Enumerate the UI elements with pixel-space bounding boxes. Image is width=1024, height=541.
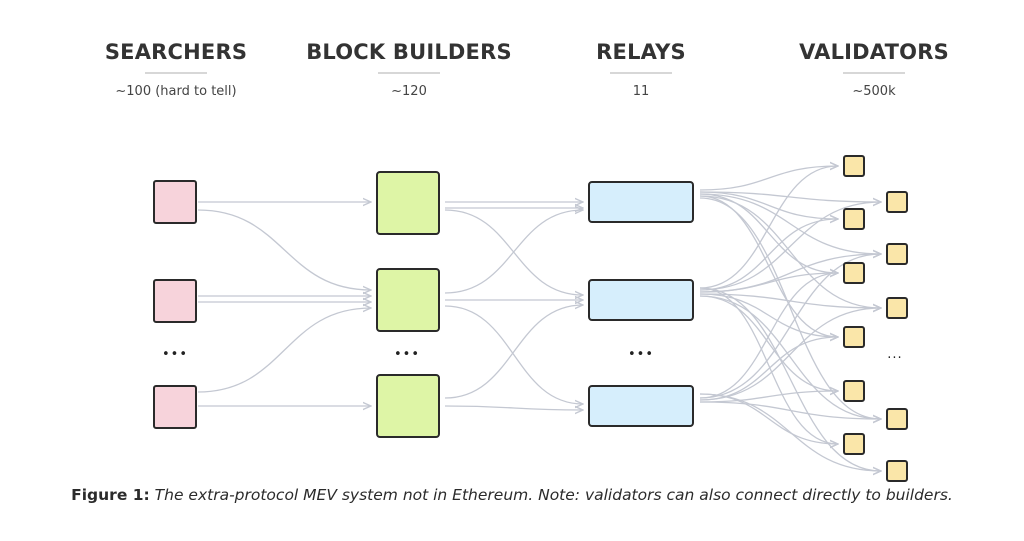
connector-line xyxy=(699,293,838,337)
column-count: ~100 (hard to tell) xyxy=(115,84,237,99)
block-builder-node xyxy=(376,171,440,235)
validator-node xyxy=(843,326,865,348)
connector-line xyxy=(699,166,838,191)
connector-line xyxy=(699,295,838,391)
connector-line xyxy=(699,191,838,219)
connector-line xyxy=(699,202,881,291)
connector-line xyxy=(444,210,583,294)
connector-line xyxy=(444,305,583,399)
validators-ellipsis: ... xyxy=(887,347,902,362)
caption-text: The extra-protocol MEV system not in Eth… xyxy=(154,486,953,504)
connector-line xyxy=(197,209,371,290)
column-title: SEARCHERS xyxy=(104,40,248,64)
connector-line xyxy=(699,295,881,419)
ellipsis-markers: ••• ••• •••... xyxy=(162,347,902,362)
nodes xyxy=(153,155,908,482)
column-count: ~500k xyxy=(852,84,896,99)
builders-ellipsis: ••• xyxy=(394,347,420,362)
validator-node xyxy=(886,408,908,430)
validator-node xyxy=(886,191,908,213)
connector-line xyxy=(699,287,838,444)
connector-line xyxy=(699,195,838,337)
connector-line xyxy=(444,405,583,410)
connector-line xyxy=(699,254,881,293)
column-count: ~120 xyxy=(391,84,427,99)
column-block-builders: BLOCK BUILDERS ~120 xyxy=(279,40,539,99)
searchers-ellipsis: ••• xyxy=(162,347,188,362)
connector-line xyxy=(699,219,838,291)
title-underline xyxy=(843,72,905,74)
searcher-node xyxy=(153,279,197,323)
validator-node xyxy=(843,433,865,455)
relay-node xyxy=(588,279,694,321)
connector-line xyxy=(699,195,881,308)
connector-line xyxy=(699,273,838,399)
title-underline xyxy=(378,72,440,74)
column-count: 11 xyxy=(632,84,650,99)
connector-line xyxy=(699,166,838,289)
connector-line xyxy=(699,393,881,471)
connector-line xyxy=(444,305,583,404)
connector-line xyxy=(699,308,881,401)
searcher-node xyxy=(153,180,197,224)
connector-line xyxy=(699,193,838,273)
title-underline xyxy=(610,72,672,74)
validator-node xyxy=(886,460,908,482)
caption-label: Figure 1: xyxy=(71,486,150,504)
connector-line xyxy=(699,391,838,403)
searcher-node xyxy=(153,385,197,429)
validator-node xyxy=(843,380,865,402)
connector-line xyxy=(699,287,881,471)
validator-node xyxy=(843,208,865,230)
connector-line xyxy=(699,401,881,419)
validator-node xyxy=(886,243,908,265)
column-title: RELAYS xyxy=(596,40,686,64)
title-underline xyxy=(145,72,207,74)
block-builder-node xyxy=(376,268,440,332)
connector-line xyxy=(699,193,881,254)
block-builder-node xyxy=(376,374,440,438)
validator-node xyxy=(843,262,865,284)
column-relays: RELAYS 11 xyxy=(511,40,771,99)
connector-lines xyxy=(197,166,881,471)
connector-line xyxy=(699,197,881,419)
column-title: BLOCK BUILDERS xyxy=(306,40,512,64)
column-searchers: SEARCHERS ~100 (hard to tell) xyxy=(46,40,306,99)
relay-node xyxy=(588,385,694,427)
column-validators: VALIDATORS ~500k xyxy=(744,40,1004,99)
connector-line xyxy=(699,254,881,399)
connector-line xyxy=(699,191,881,202)
relays-ellipsis: ••• xyxy=(628,347,654,362)
validator-node xyxy=(886,297,908,319)
connector-line xyxy=(197,308,371,393)
validator-node xyxy=(843,155,865,177)
relay-node xyxy=(588,181,694,223)
column-title: VALIDATORS xyxy=(799,40,949,64)
figure-caption: Figure 1: The extra-protocol MEV system … xyxy=(0,486,1024,504)
